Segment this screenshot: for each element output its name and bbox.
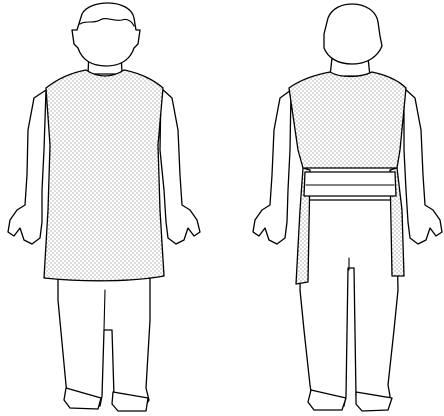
front-apron [44,70,164,281]
back-view-figure [253,4,442,411]
back-waist-band [304,172,396,196]
back-left-arm [253,90,291,244]
back-head [324,4,382,64]
back-legs [300,200,398,406]
back-apron-upper [289,72,406,168]
front-head [72,3,140,66]
front-legs [58,278,150,408]
back-right-arm [404,88,442,244]
front-left-arm [8,90,46,244]
front-view-figure [8,3,200,411]
front-right-arm [160,88,200,244]
